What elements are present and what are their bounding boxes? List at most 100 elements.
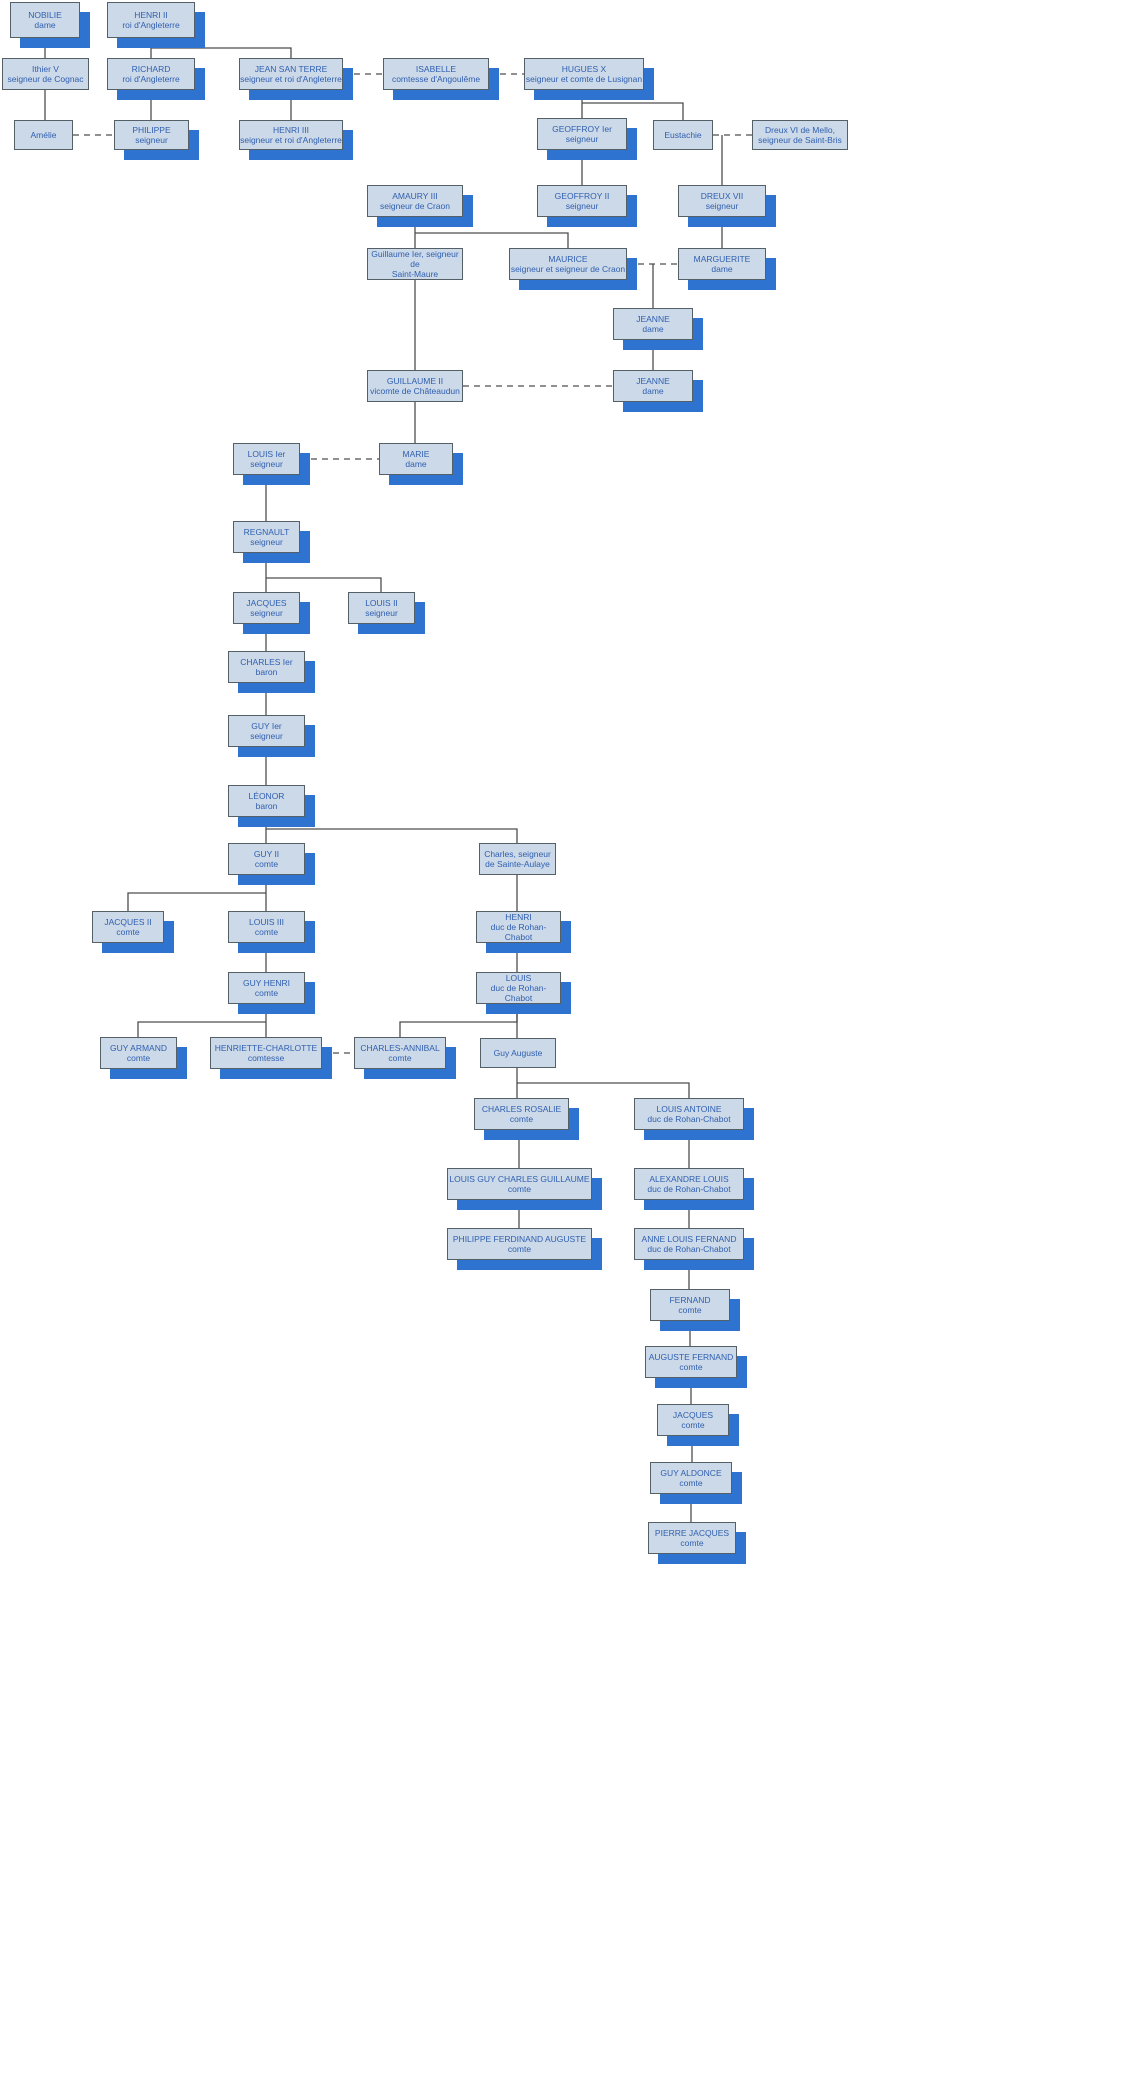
person-title: seigneur de Craon (380, 201, 450, 211)
person-title: duc de Rohan-Chabot (490, 922, 547, 943)
person-title: dame (711, 264, 733, 274)
person-title: baron (255, 667, 278, 677)
person-title: seigneur (365, 608, 398, 618)
person-title: duc de Rohan-Chabot (490, 983, 547, 1004)
person-title: comtesse d'Angoulême (391, 74, 481, 84)
person-name: LOUIS Ier (247, 448, 286, 459)
person-name: AUGUSTE FERNAND (648, 1351, 734, 1362)
person-node-eustachie[interactable]: Eustachie (653, 120, 713, 150)
person-name: NOBILIE (28, 9, 62, 20)
person-title: comte (126, 1053, 151, 1063)
person-title: comte (679, 1362, 703, 1372)
person-title: comte (254, 859, 279, 869)
person-title: seigneur de Cognac (7, 74, 84, 84)
person-name: FERNAND (669, 1294, 711, 1305)
connector-hugues10-to-eustachie (582, 102, 684, 120)
person-title: comtesse (247, 1053, 285, 1063)
person-name: Guillaume Ier, seigneur de (371, 248, 459, 269)
connector-amaury3-to-maurice (415, 232, 569, 248)
person-title: duc de Rohan-Chabot (647, 1184, 731, 1194)
connector-guy2-to-jacques2 (127, 892, 266, 911)
person-name: LÉONOR (248, 790, 285, 801)
person-title: dame (642, 386, 664, 396)
person-title: seigneur (565, 134, 599, 144)
connector-henri2-to-jeansanterre (151, 47, 292, 58)
person-name: CHARLES-ANNIBAL (360, 1042, 440, 1053)
person-title: seigneur et roi d'Angleterre (240, 74, 342, 84)
person-node-amelie[interactable]: Amélie (14, 120, 73, 150)
person-title: comte (254, 927, 279, 937)
person-name: GUY Ier (251, 720, 282, 731)
person-title: comte (507, 1244, 532, 1254)
person-name: GUY II (253, 848, 280, 859)
person-title: vicomte de Châteaudun (370, 386, 460, 396)
person-title: comte (679, 1478, 703, 1488)
person-node-dreux6[interactable]: Dreux VI de Mello,seigneur de Saint-Bris (752, 120, 848, 150)
person-title: comte (116, 927, 140, 937)
person-title: seigneur et comte de Lusignan (525, 74, 643, 84)
person-node-guyauguste[interactable]: Guy Auguste (480, 1038, 556, 1068)
person-name: MARGUERITE (693, 253, 751, 264)
person-name: Ithier V (32, 63, 59, 74)
person-title: comte (680, 1538, 704, 1548)
person-name: HUGUES X (561, 63, 607, 74)
person-name: LOUIS III (249, 916, 284, 927)
person-title: seigneur (705, 201, 739, 211)
person-name: JEANNE (636, 375, 670, 386)
person-name: GUY ARMAND (110, 1042, 167, 1053)
person-name: DREUX VII (700, 190, 744, 201)
person-name: Amélie (30, 129, 57, 140)
connector-guyauguste-to-louisantoine (517, 1082, 690, 1098)
person-name: ISABELLE (415, 63, 457, 74)
